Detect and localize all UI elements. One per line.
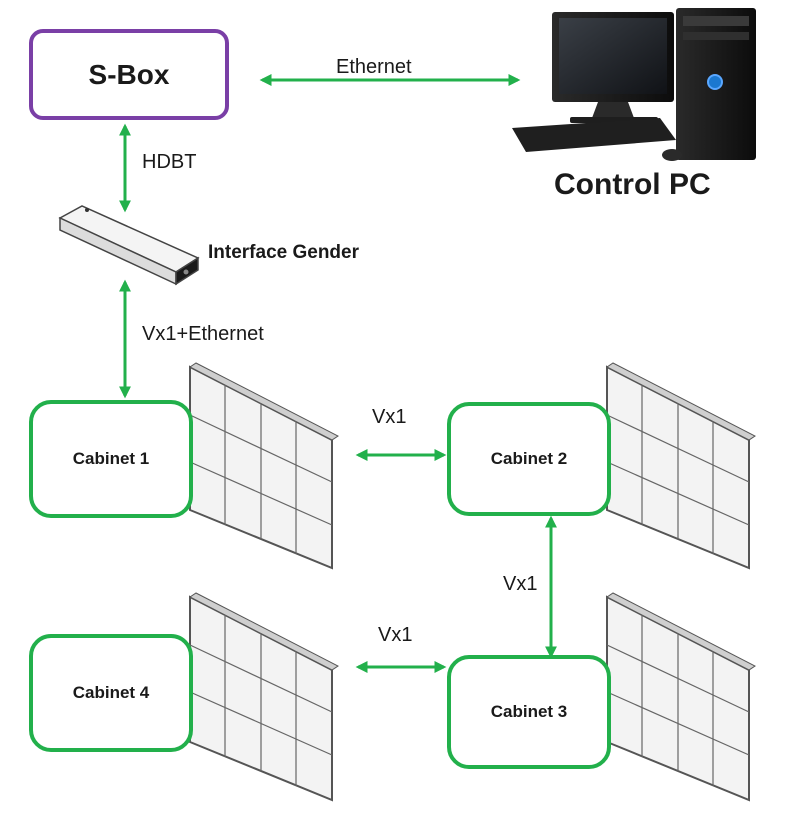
- vx1-ethernet-label: Vx1+Ethernet: [142, 323, 264, 345]
- sbox-node: S-Box: [29, 29, 229, 120]
- cabinet-2-node: Cabinet 2: [447, 402, 611, 516]
- vx1-label-cabinet2-cabinet3: Vx1: [503, 573, 538, 595]
- hdbt-label: HDBT: [142, 151, 197, 173]
- vx1-label-cabinet4-cabinet3: Vx1: [378, 624, 413, 646]
- sbox-label: S-Box: [88, 58, 170, 90]
- interface-gender-device-icon: [58, 205, 200, 286]
- vx1-label-cabinet1-cabinet2: Vx1: [372, 406, 407, 428]
- led-panel-3: [606, 592, 756, 802]
- led-panel-2: [606, 362, 756, 570]
- interface-gender-label: Interface Gender: [208, 242, 359, 263]
- cabinet-3-label: Cabinet 3: [490, 702, 568, 721]
- cabinet-1-label: Cabinet 1: [72, 449, 150, 468]
- ethernet-label: Ethernet: [336, 56, 412, 78]
- cabinet-2-label: Cabinet 2: [490, 449, 568, 468]
- control-pc-icon: [512, 8, 756, 161]
- led-panel-1: [189, 362, 339, 570]
- cabinet-3-node: Cabinet 3: [447, 655, 611, 769]
- cabinet-1-node: Cabinet 1: [29, 400, 193, 518]
- cabinet-4-label: Cabinet 4: [72, 683, 150, 702]
- cabinet-4-node: Cabinet 4: [29, 634, 193, 752]
- led-panel-4: [189, 592, 339, 802]
- control-pc-label: Control PC: [554, 168, 711, 201]
